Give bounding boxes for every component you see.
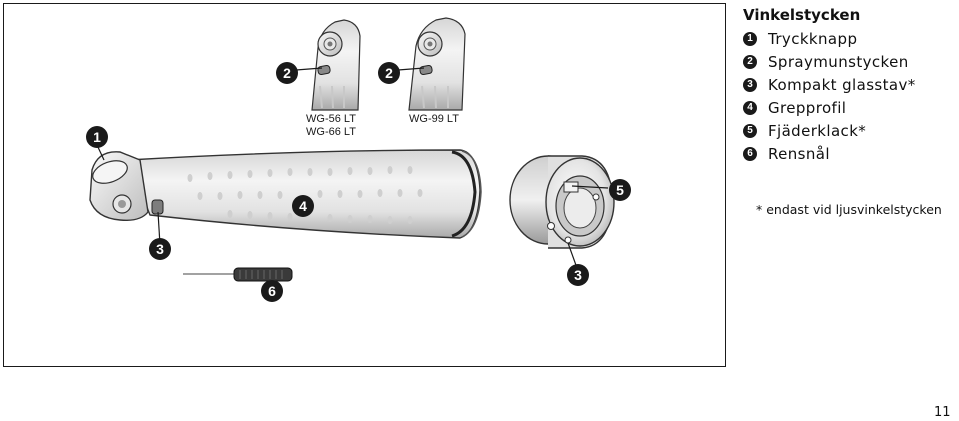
callout-3-coupling: 3 (567, 264, 589, 286)
legend-item: 4 Grepprofil (743, 96, 955, 119)
callout-3-handpiece: 3 (149, 238, 171, 260)
legend-item: 2 Spraymunstycken (743, 50, 955, 73)
legend-number: 5 (743, 123, 757, 138)
main-handpiece (89, 149, 482, 239)
head-detail-b (408, 17, 466, 111)
legend-number: 6 (743, 146, 757, 161)
callout-1: 1 (86, 126, 108, 148)
legend-item: 1 Tryckknapp (743, 27, 955, 50)
leader-lines (96, 67, 609, 269)
legend-item: 6 Rensnål (743, 142, 955, 165)
callout-5: 5 (609, 179, 631, 201)
page-number: 11 (934, 405, 951, 420)
cleaning-needle (183, 267, 293, 282)
legend-label: Rensnål (768, 144, 830, 163)
coupling-end-view (509, 155, 615, 249)
legend-label: Grepprofil (768, 98, 847, 117)
legend-label: Tryckknapp (768, 29, 858, 48)
parts-legend: Vinkelstycken 1 Tryckknapp 2 Spraymunstyck… (743, 6, 955, 165)
legend-title: Vinkelstycken (743, 6, 861, 24)
legend-item: 3 Kompakt glasstav* (743, 73, 955, 96)
legend-label: Fjäderklack* (768, 121, 867, 140)
legend-number: 1 (743, 31, 757, 46)
model-label-wg56: WG-56 LT (306, 113, 356, 125)
legend-item: 5 Fjäderklack* (743, 119, 955, 142)
model-label-wg99: WG-99 LT (409, 113, 459, 125)
footnote: * endast vid ljusvinkelstycken (756, 202, 942, 217)
legend-number: 3 (743, 77, 757, 92)
legend-label: Kompakt glasstav* (768, 75, 916, 94)
model-label-wg66: WG-66 LT (306, 126, 356, 138)
callout-6: 6 (261, 280, 283, 302)
callout-2-right: 2 (378, 62, 400, 84)
legend-label: Spraymunstycken (768, 52, 909, 71)
callout-2-left: 2 (276, 62, 298, 84)
legend-number: 2 (743, 54, 757, 69)
head-detail-a (311, 19, 361, 111)
callout-4: 4 (292, 195, 314, 217)
legend-list: 1 Tryckknapp 2 Spraymunstycken 3 Kompakt gl… (743, 27, 955, 165)
legend-number: 4 (743, 100, 757, 115)
